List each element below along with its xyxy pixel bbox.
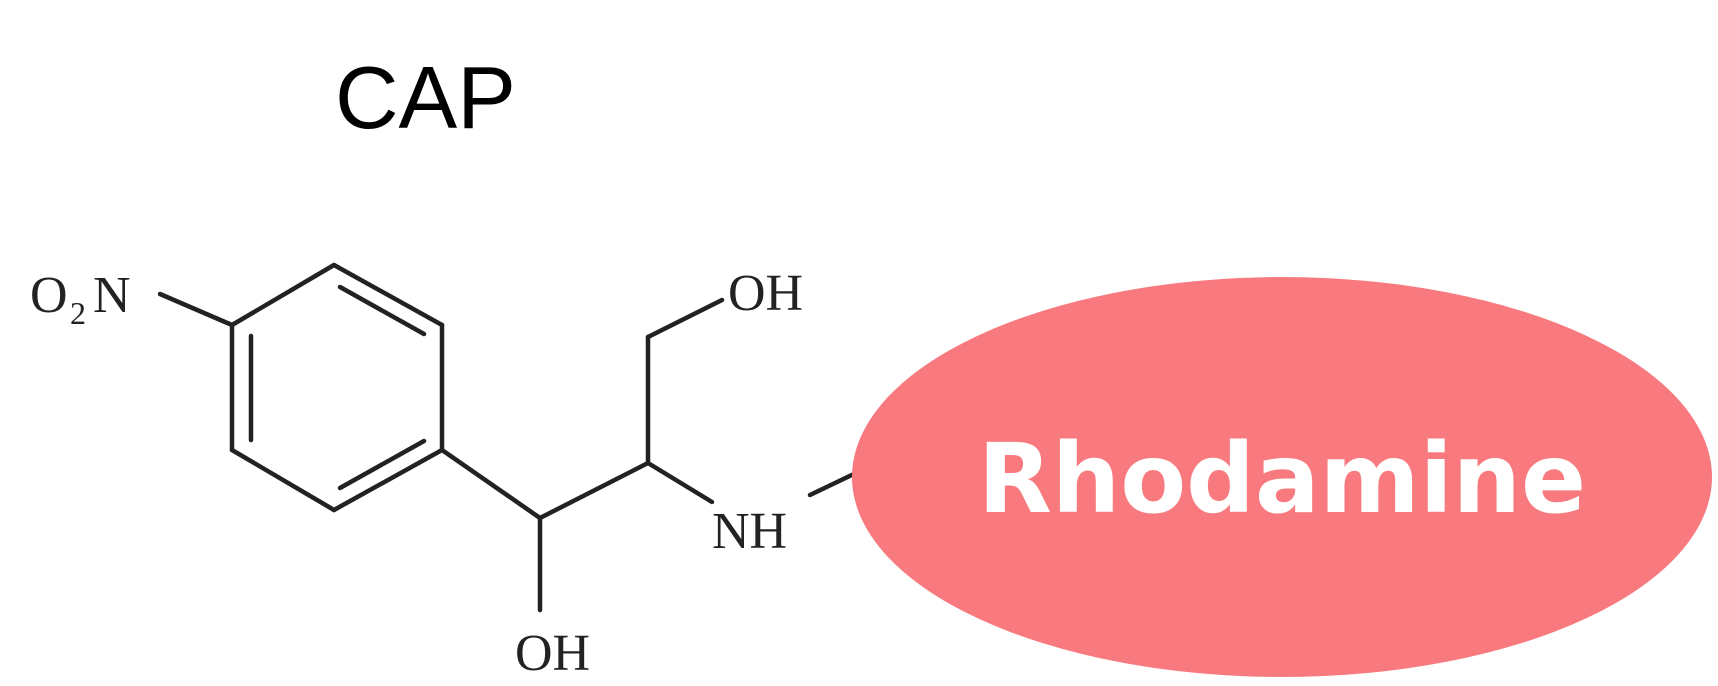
hydroxyl-bottom-label: OH: [515, 625, 590, 682]
ring-double-bond: [337, 284, 427, 337]
ring-bond: [331, 447, 445, 513]
ring-bond: [331, 262, 445, 328]
backbone-bond: [537, 460, 651, 521]
hydroxyl-top-label: OH: [728, 265, 803, 322]
molecule-title: CAP: [335, 48, 516, 147]
amine-bond: [645, 460, 715, 505]
rhodamine-label: Rhodamine: [978, 423, 1586, 535]
amine-label: NH: [712, 503, 787, 560]
side-chain: [439, 297, 861, 613]
ring-double-bond: [337, 438, 427, 491]
benzene-ring: [229, 262, 445, 513]
nitro-oxygen-label: O: [30, 267, 68, 324]
rhodamine-link-bond: [807, 469, 861, 498]
nitro-bond: [157, 291, 235, 328]
nitro-nitrogen-label: N: [93, 267, 131, 324]
ring-bond: [229, 262, 337, 328]
ring-bond: [229, 447, 337, 513]
nitro-subscript-label: 2: [70, 295, 86, 331]
hydroxyl-bond-top: [645, 297, 725, 340]
rhodamine-ellipse: [852, 277, 1712, 677]
benzylic-bond: [439, 447, 543, 521]
